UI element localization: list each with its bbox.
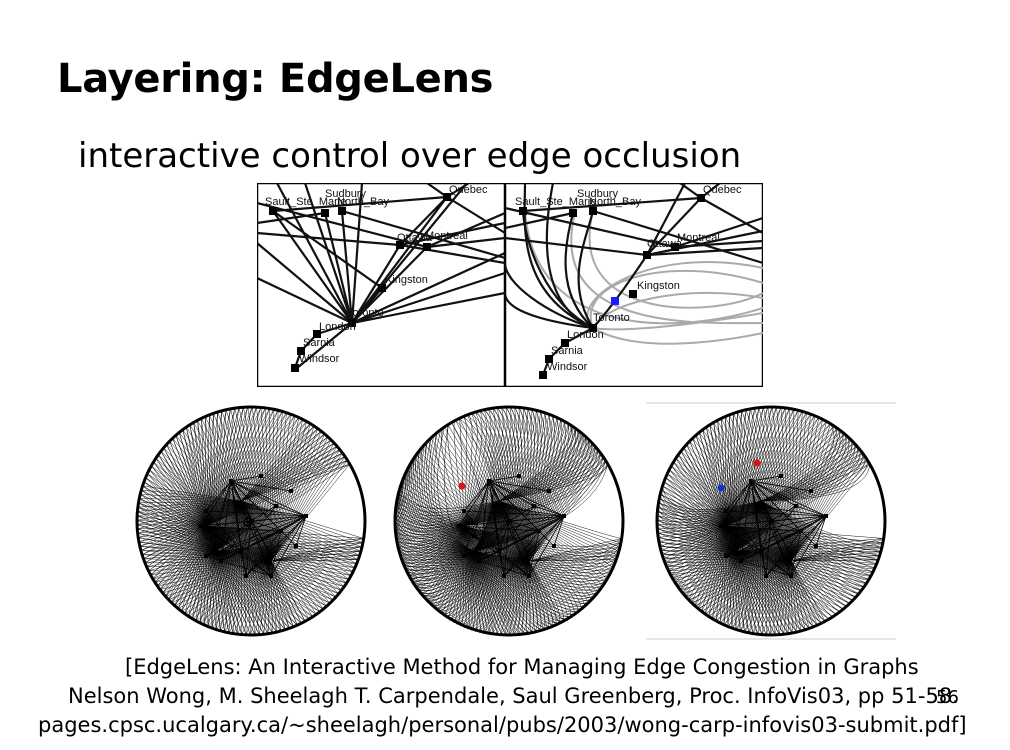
map-figure-edgelens: Sudbury Sault_Ste_Marie North_Bay Quebec…: [505, 183, 763, 387]
map-label-kingston: Kingston: [385, 274, 428, 286]
map-label-windsor: Windsor: [299, 353, 340, 365]
map-label-toronto: Toronto: [593, 312, 630, 324]
map-label-sarnia: Sarnia: [551, 345, 584, 357]
map-label-montreal: Montreal: [677, 232, 720, 244]
map-label-ottawa: Ottawa: [397, 232, 433, 244]
citation-line-3: pages.cpsc.ucalgary.ca/~sheelagh/persona…: [38, 713, 967, 737]
map-label-montreal: Montreal: [425, 230, 468, 242]
map-label-northbay: North_Bay: [589, 196, 641, 208]
citation-line-2: Nelson Wong, M. Sheelagh T. Carpendale, …: [68, 684, 959, 708]
slide-subtitle: interactive control over edge occlusion: [78, 136, 742, 176]
graph-figure-original: [135, 405, 367, 637]
map-label-windsor: Windsor: [547, 361, 588, 373]
map-figure-original: Sudbury Sault_Ste_Marie North_Bay Quebec…: [257, 183, 505, 387]
page-number: 56: [936, 687, 959, 708]
map-label-sarnia: Sarnia: [303, 337, 336, 349]
map-label-northbay: North_Bay: [337, 196, 389, 208]
lens-focus-marker: [611, 297, 619, 305]
graph-figure-two-lenses: [646, 402, 896, 640]
map-label-quebec: Quebec: [703, 184, 742, 196]
map-label-sault: Sault_Ste_Marie: [515, 196, 596, 208]
map-label-sudbury: Sudbury: [577, 188, 618, 200]
map-label-toronto: Toronto: [347, 307, 384, 319]
map-label-quebec: Quebec: [449, 184, 488, 196]
slide-title: Layering: EdgeLens: [57, 56, 494, 102]
map-label-kingston: Kingston: [637, 280, 680, 292]
citation-line-1: [EdgeLens: An Interactive Method for Man…: [125, 655, 919, 679]
map-label-london: London: [319, 321, 356, 333]
graph-figure-red-lens: [393, 405, 625, 637]
map-label-london: London: [567, 329, 604, 341]
map-label-sault: Sault_Ste_Marie: [265, 196, 346, 208]
map-label-sudbury: Sudbury: [325, 188, 366, 200]
map-label-ottawa: Ottawa: [647, 238, 683, 250]
